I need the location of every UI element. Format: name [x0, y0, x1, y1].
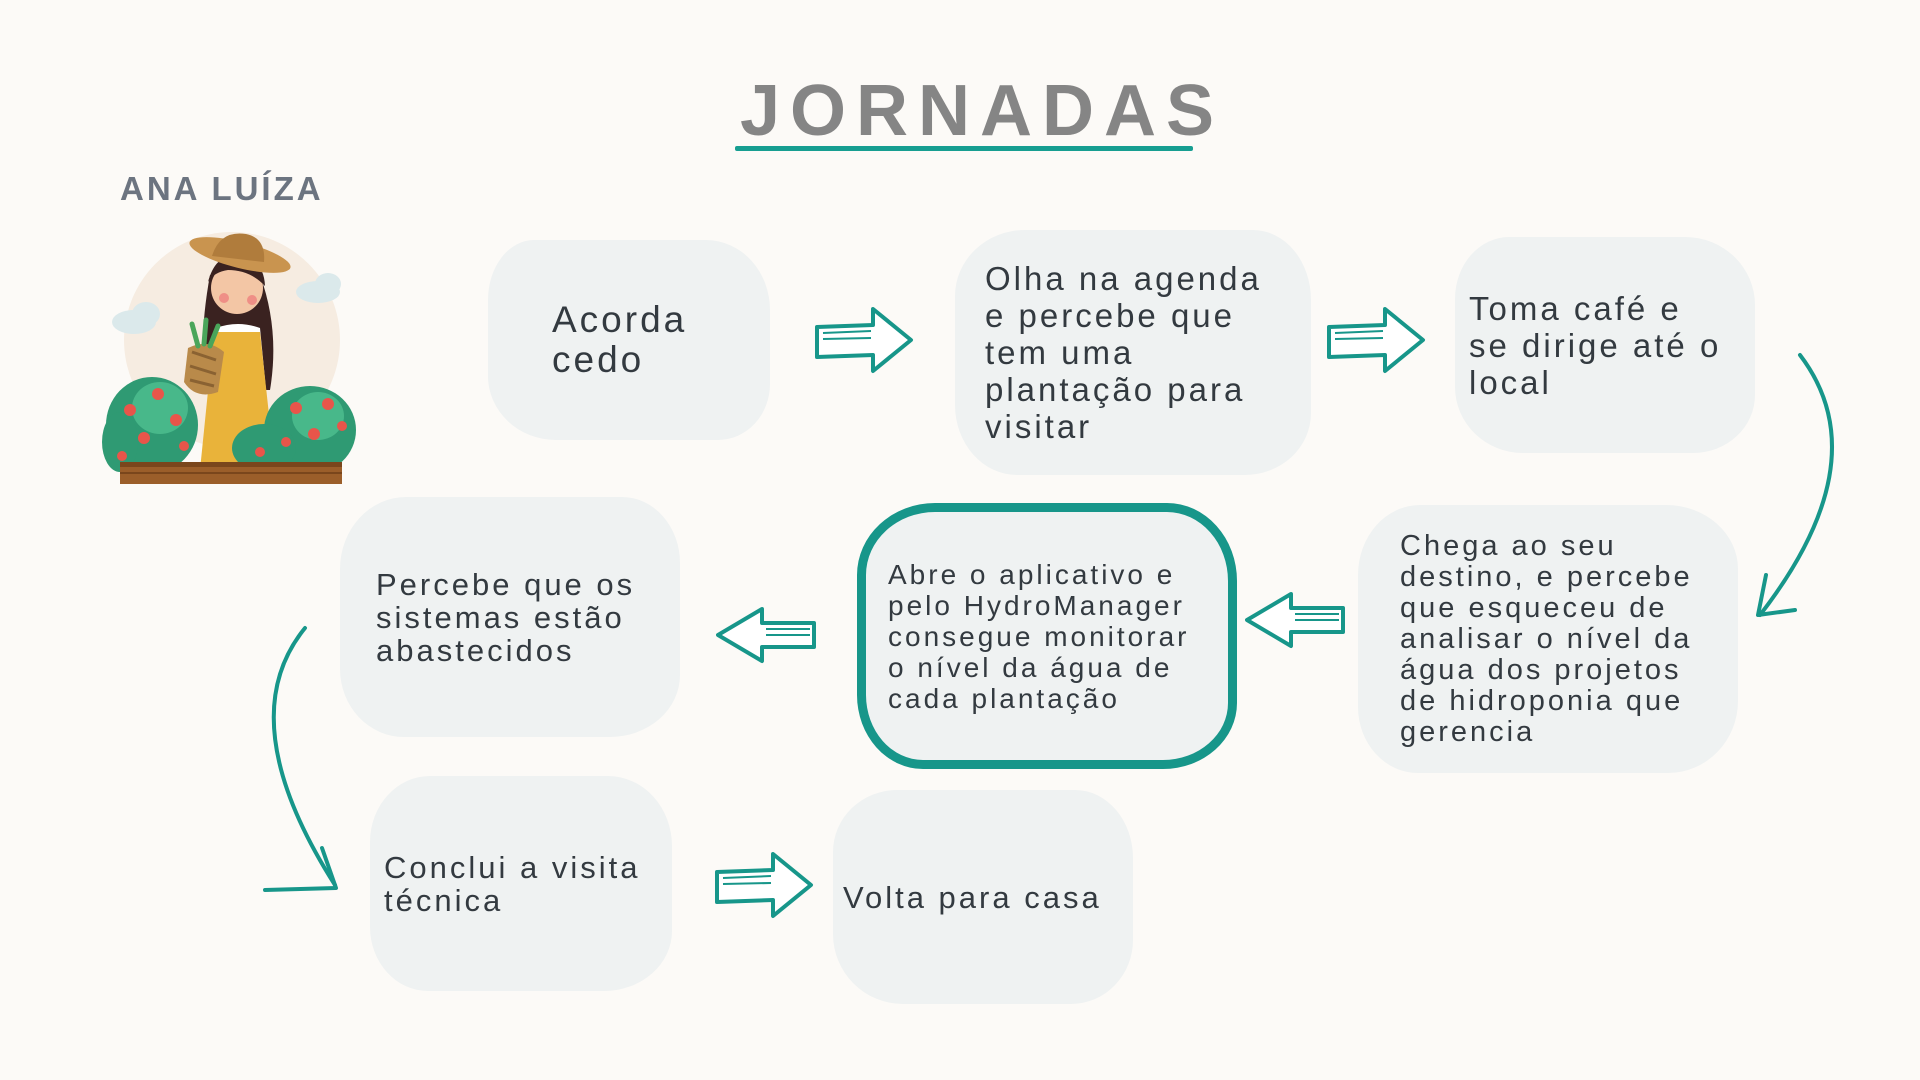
left-arrow-icon: [716, 607, 816, 663]
step-percebe-sistemas: Percebe que os sistemas estão abastecido…: [340, 497, 680, 737]
right-arrow-icon: [815, 307, 913, 373]
step-volta-casa: Volta para casa: [833, 790, 1133, 1004]
step-text: Toma café e se dirige até o local: [1469, 289, 1722, 401]
step-text: Chega ao seu destino, e percebe que esqu…: [1400, 529, 1693, 748]
title-underline: [735, 146, 1193, 151]
left-arrow-icon: [1245, 592, 1345, 648]
step-text: Percebe que os sistemas estão abastecido…: [376, 566, 636, 668]
curved-arrow-right-down-head: [1756, 573, 1797, 617]
right-arrow-icon: [715, 852, 813, 918]
curved-arrow-left-down-head: [263, 846, 338, 892]
step-text: Volta para casa: [843, 879, 1102, 915]
step-text: Conclui a visita técnica: [384, 849, 641, 918]
step-conclui-visita: Conclui a visita técnica: [370, 776, 672, 991]
step-text: Acorda cedo: [552, 299, 688, 380]
step-acorda-cedo: Acorda cedo: [488, 240, 770, 440]
step-abre-aplicativo-highlighted: Abre o aplicativo e pelo HydroManager co…: [857, 503, 1237, 769]
curved-arrow-right-down: [1758, 353, 1834, 617]
step-text: Olha na agenda e percebe que tem uma pla…: [985, 260, 1262, 445]
page-title: JORNADAS: [740, 71, 1225, 151]
step-olha-agenda: Olha na agenda e percebe que tem uma pla…: [955, 230, 1311, 475]
step-chega-destino: Chega ao seu destino, e percebe que esqu…: [1358, 505, 1738, 773]
step-text: Abre o aplicativo e pelo HydroManager co…: [888, 558, 1190, 714]
curved-arrow-left-down: [271, 626, 337, 887]
farmer-woman-illustration: [102, 232, 356, 484]
step-toma-cafe: Toma café e se dirige até o local: [1455, 237, 1755, 453]
persona-name: ANA LUÍZA: [120, 170, 324, 207]
right-arrow-icon: [1327, 307, 1425, 373]
